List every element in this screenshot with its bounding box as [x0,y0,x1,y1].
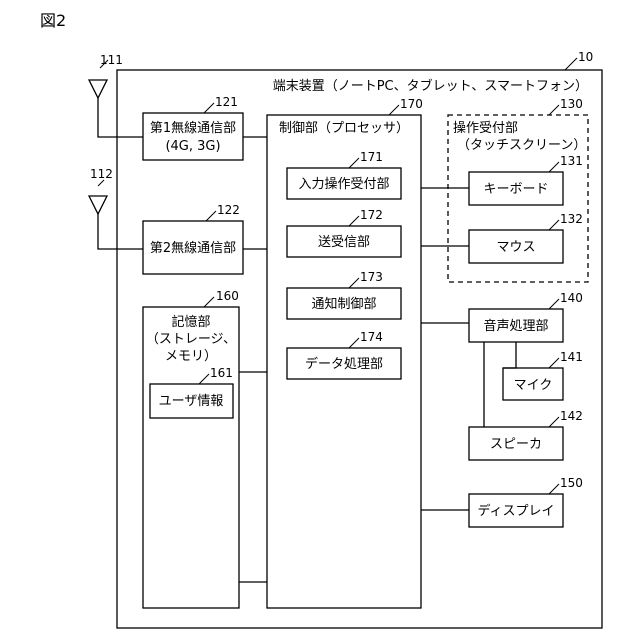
speaker-label: スピーカ [490,437,542,452]
operation-acceptance-sublabel: （タッチスクリーン） [457,138,586,153]
storage-ref: 160 [216,289,239,303]
op-accept-ref: 130 [560,97,583,111]
figure-label: 図2 [40,11,66,30]
terminal-device-label: 端末装置（ノートPC、タブレット、スマートフォン） [273,78,588,94]
second-wireless-comm-label: 第2無線通信部 [150,240,236,256]
storage-sublabel-1: （ストレージ、 [146,332,236,347]
controller-label: 制御部（プロセッサ） [279,121,409,136]
antenna-2-ref: 112 [90,167,113,181]
first-wireless-comm-sublabel: (4G, 3G) [165,139,220,154]
input-op-label: 入力操作受付部 [298,176,389,192]
audio-processing-label: 音声処理部 [483,318,548,334]
display-label: ディスプレイ [477,503,554,519]
controller-ref: 170 [400,97,423,111]
audio-ref: 140 [560,291,583,305]
storage-label: 記憶部 [171,314,210,330]
mouse-ref: 132 [560,212,583,226]
speaker-ref: 142 [560,409,583,423]
user-info-ref: 161 [210,366,233,380]
tx-rx-ref: 172 [360,208,383,222]
data-proc-ref: 174 [360,330,383,344]
terminal-ref: 10 [578,50,593,64]
tx-rx-label: 送受信部 [318,235,370,250]
antenna-1-ref: 111 [100,53,123,67]
user-info-label: ユーザ情報 [159,394,224,409]
display-ref: 150 [560,476,583,490]
mic-ref: 141 [560,350,583,364]
mic-label: マイク [514,378,553,393]
storage-sublabel-2: メモリ） [165,349,217,364]
comm2-ref: 122 [217,203,240,217]
keyboard-ref: 131 [560,154,583,168]
mouse-label: マウス [496,240,535,255]
terminal-ref-leader [565,58,577,70]
notify-label: 通知制御部 [311,296,376,312]
comm1-ref: 121 [215,95,238,109]
first-wireless-comm-label: 第1無線通信部 [150,120,236,136]
data-proc-label: データ処理部 [305,356,383,372]
notify-ref: 173 [360,270,383,284]
operation-acceptance-label: 操作受付部 [453,120,518,136]
keyboard-label: キーボード [483,182,548,197]
input-op-ref: 171 [360,150,383,164]
